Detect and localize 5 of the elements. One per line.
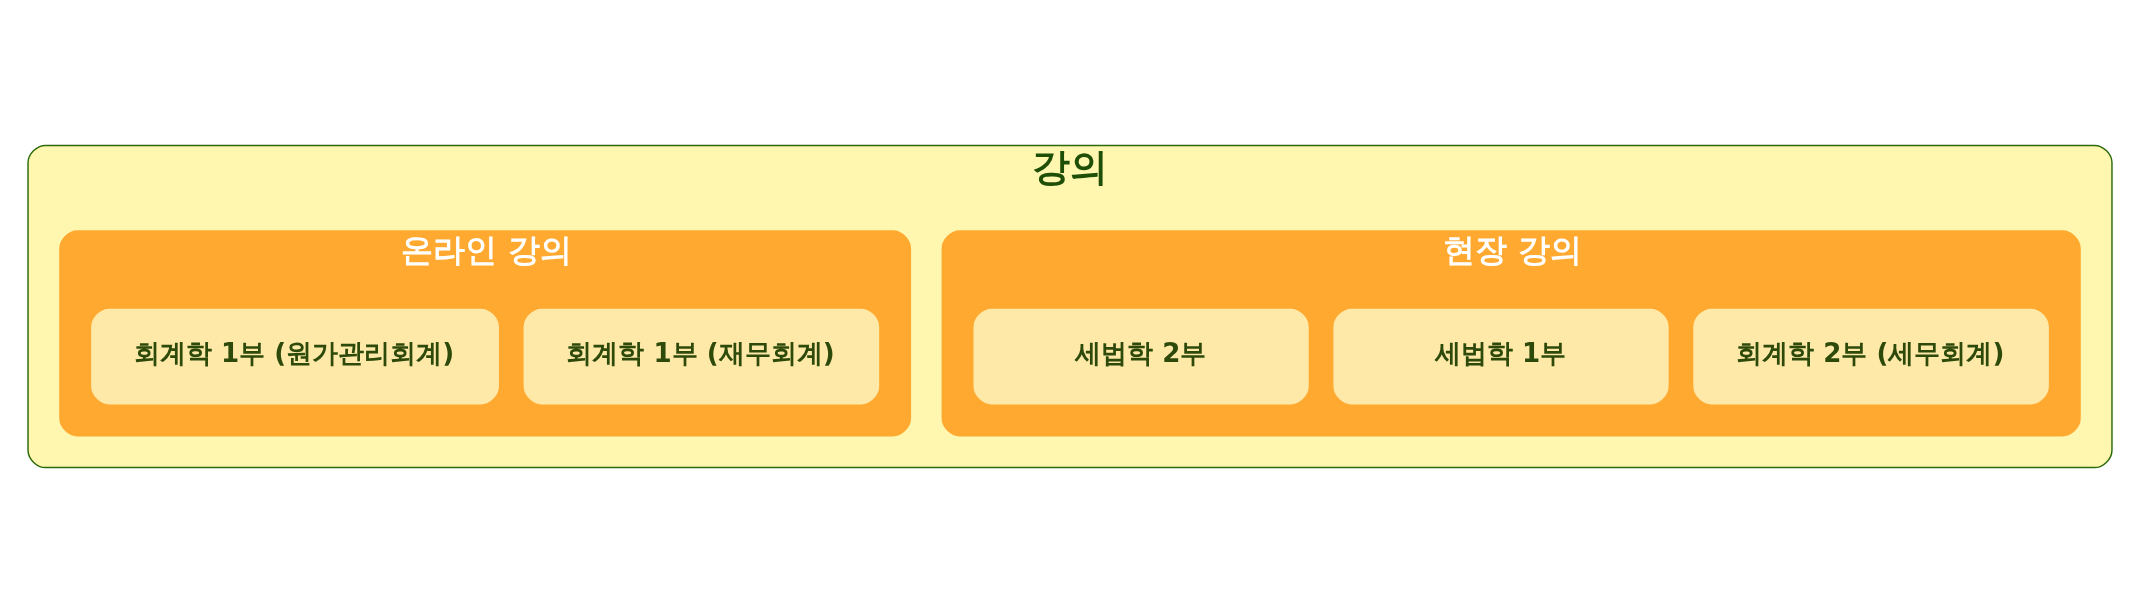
node-box: 회계학 2부 (세무회계) bbox=[1693, 308, 2049, 404]
node-box: 회계학 1부 (재무회계) bbox=[523, 308, 880, 404]
node-box: 세법학 1부 bbox=[1333, 308, 1669, 404]
node-box: 세법학 2부 bbox=[973, 308, 1309, 404]
node-box: 회계학 1부 (원가관리회계) bbox=[91, 308, 499, 404]
